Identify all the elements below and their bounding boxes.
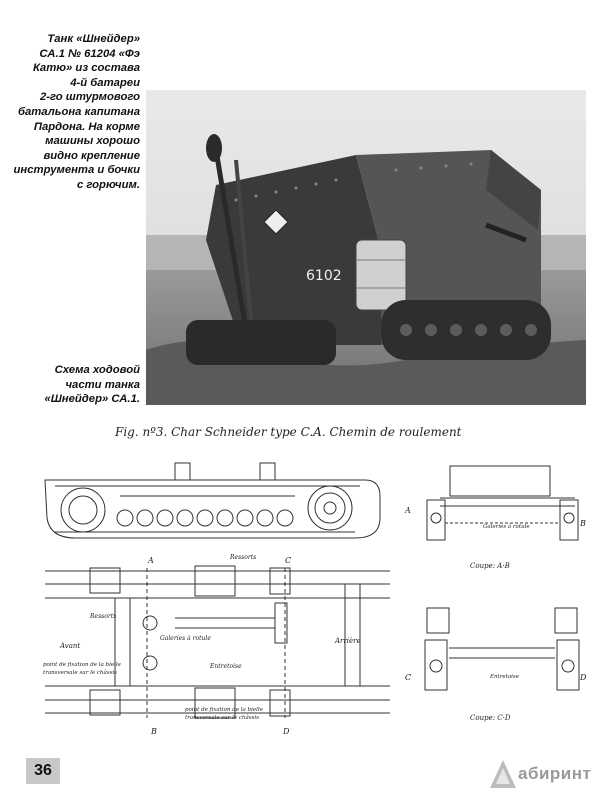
page-number-box: 36	[26, 758, 60, 784]
label-sec-a: A	[404, 506, 411, 515]
label-entretoise: Entretoise	[209, 663, 242, 670]
label-ressorts-left: Ressorts	[89, 613, 116, 620]
label-coupe-ab: Coupe: A·B	[470, 562, 510, 570]
drawing-caption: Схема ходовой части танка «Шнейдер» СА.1…	[8, 363, 140, 407]
caption-line: инструмента и бочки	[13, 164, 140, 177]
caption-line: машины хорошо	[45, 135, 140, 148]
label-b-bottom: B	[150, 727, 157, 736]
caption-line: батальона капитана	[17, 105, 140, 118]
hull-number: 6102	[306, 268, 342, 284]
drawing-title: Fig. nº3. Char Schneider type C.A. Chemi…	[114, 425, 462, 439]
label-galeries-right: Galeries à rotule	[483, 523, 530, 530]
page-number: 36	[34, 762, 52, 779]
section-cd	[424, 607, 580, 691]
tank-photo: 6102	[146, 90, 586, 405]
caption-line: части танка	[65, 378, 140, 391]
label-d-bottom: D	[282, 727, 290, 736]
caption-line: Танк «Шнейдер»	[47, 33, 140, 45]
watermark-text: абиринт	[518, 764, 592, 783]
label-fixation-1b: transversale sur le châssis	[43, 669, 117, 676]
caption-line: 4-й батареи	[70, 76, 140, 89]
label-sec-d: D	[579, 673, 587, 682]
label-entretoise-right: Entretoise	[489, 674, 520, 680]
caption-line: СА.1 № 61204 «Фэ	[39, 47, 140, 60]
label-fixation-2a: point de fixation de la bielle	[185, 707, 264, 713]
caption-line: с горючим.	[76, 178, 140, 191]
caption-line: Катю» из состава	[32, 62, 140, 75]
caption-line: видно крепление	[43, 149, 140, 162]
running-gear-drawing: Fig. nº3. Char Schneider type C.A. Chemi…	[43, 425, 587, 736]
label-fixation-2b: transversale sur le châssis	[185, 714, 259, 721]
label-arriere: Arrière	[334, 637, 361, 645]
section-ab	[426, 465, 579, 541]
label-c-top: C	[285, 556, 291, 565]
label-avant: Avant	[59, 642, 80, 650]
watermark: абиринт	[488, 758, 598, 792]
caption-line: «Шнейдер» СА.1.	[44, 393, 140, 406]
side-elevation	[44, 462, 381, 539]
watermark-logo-icon	[490, 760, 516, 788]
caption-line: Пардона. На корме	[33, 120, 140, 133]
caption-line: 2-го штурмового	[39, 91, 140, 104]
label-ressorts-top: Ressorts	[229, 554, 256, 561]
label-sec-b: B	[579, 519, 586, 528]
label-fixation-1a: point de fixation de la bielle	[43, 662, 122, 668]
label-galeries: Galeries à rotule	[160, 635, 211, 642]
caption-line: Схема ходовой	[54, 364, 140, 376]
plan-view	[45, 565, 390, 719]
photo-caption: Танк «Шнейдер» СА.1 № 61204 «Фэ Катю» из…	[8, 32, 140, 193]
label-a-top: A	[147, 556, 154, 565]
label-coupe-cd: Coupe: C·D	[470, 714, 511, 722]
label-sec-c: C	[405, 673, 411, 682]
